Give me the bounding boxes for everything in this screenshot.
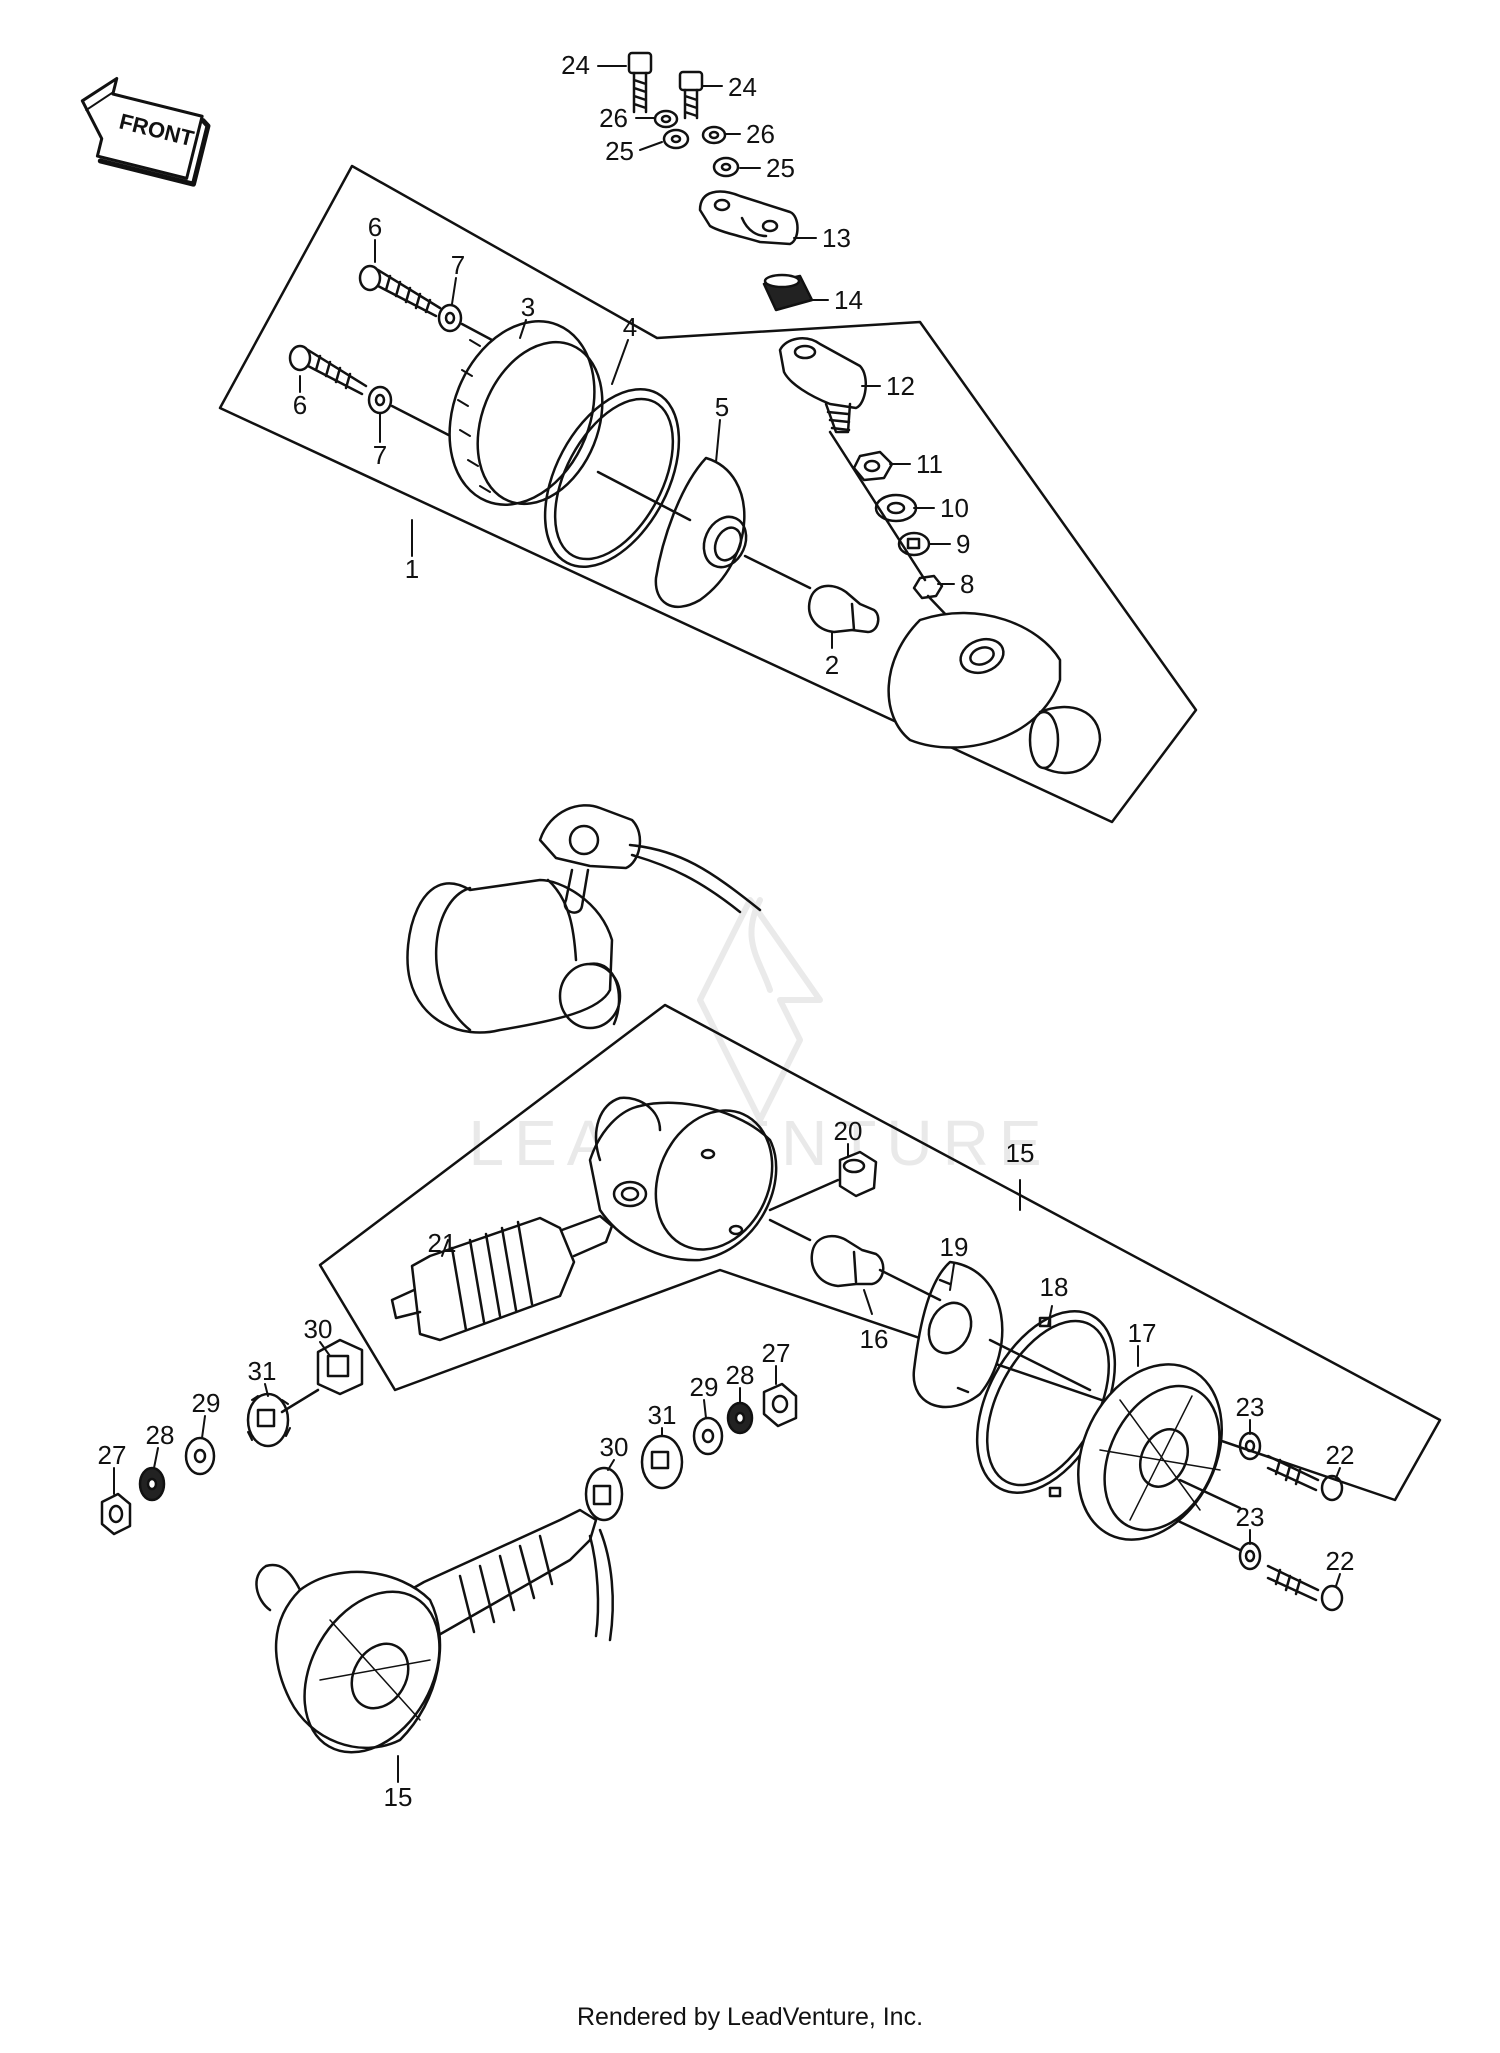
render-credit: Rendered by LeadVenture, Inc.	[576, 2003, 924, 2031]
screw-22-upper	[1266, 1454, 1344, 1502]
washer-29-left	[184, 1436, 216, 1476]
callout-21: 21	[428, 1228, 457, 1258]
callout-18: 18	[1040, 1272, 1069, 1302]
front-direction-badge	[80, 76, 211, 187]
nut-27-left	[100, 1492, 132, 1536]
callout-31: 31	[248, 1356, 277, 1386]
callout-30: 30	[304, 1314, 333, 1344]
callout-27: 27	[98, 1440, 127, 1470]
callout-24: 24	[561, 50, 590, 80]
washers-25-26-right	[701, 125, 740, 178]
nut-20	[838, 1150, 878, 1198]
callout-22: 22	[1326, 1546, 1355, 1576]
center-axis-top	[596, 470, 812, 590]
washer-28-left	[138, 1466, 166, 1502]
callout-30: 30	[600, 1432, 629, 1462]
washer-29-right	[692, 1416, 724, 1456]
bolt-24-left	[627, 51, 653, 114]
callout-24: 24	[728, 72, 757, 102]
callout-25: 25	[766, 153, 795, 183]
watermark-logo	[697, 897, 823, 1123]
callout-13: 13	[822, 223, 851, 253]
washer-7-upper	[437, 303, 463, 333]
callout-6: 6	[368, 212, 382, 242]
screw-22-lower	[1266, 1564, 1344, 1612]
housing-top	[887, 611, 1102, 775]
screw-6-lower	[288, 344, 368, 396]
bracket-12	[778, 337, 868, 434]
callout-17: 17	[1128, 1318, 1157, 1348]
callout-11: 11	[916, 449, 943, 479]
callout-27: 27	[762, 1338, 791, 1368]
nut-30-right	[584, 1466, 624, 1522]
group-outline-middle	[318, 1003, 1442, 1502]
callout-1: 1	[405, 554, 419, 584]
washer-31-left	[246, 1392, 291, 1448]
assembled-signal-lower	[255, 1508, 614, 1754]
callout-6: 6	[293, 390, 307, 420]
washer-9	[897, 531, 931, 557]
stalk-21	[390, 1214, 614, 1342]
callout-19: 19	[940, 1232, 969, 1262]
callout-leaders	[113, 65, 1341, 1783]
group-outline-top	[218, 164, 1198, 824]
callout-3: 3	[521, 292, 535, 322]
washer-23-lower	[1238, 1541, 1262, 1571]
callout-7: 7	[373, 440, 387, 470]
clamp-13	[698, 190, 799, 246]
nut-20-leader	[768, 1178, 840, 1212]
rubber-14	[762, 273, 814, 312]
callout-8: 8	[960, 569, 974, 599]
callout-10: 10	[940, 493, 969, 523]
washer-7-lower	[367, 385, 393, 415]
callout-14: 14	[834, 285, 863, 315]
housing-middle	[588, 1096, 778, 1262]
washer-31-right	[640, 1434, 684, 1490]
bulb-16	[810, 1234, 885, 1288]
lens-screw-axis	[1174, 1478, 1242, 1552]
center-axis-middle	[768, 1218, 1092, 1392]
lens-rim-3	[448, 320, 604, 506]
callout-28: 28	[146, 1420, 175, 1450]
callout-29: 29	[192, 1388, 221, 1418]
callout-2: 2	[825, 650, 839, 680]
washer-28-right	[726, 1401, 754, 1435]
callout-12: 12	[886, 371, 915, 401]
callout-29: 29	[690, 1372, 719, 1402]
callout-23: 23	[1236, 1392, 1265, 1422]
callout-labels: 24 24 26 26 25 25 13 14 12 11 10 9 8 6 7…	[98, 50, 1355, 1812]
nut-11	[852, 450, 894, 482]
callout-23: 23	[1236, 1502, 1265, 1532]
callout-4: 4	[623, 312, 637, 342]
left-stack-axis	[280, 1388, 320, 1414]
callout-16: 16	[860, 1324, 889, 1354]
washer-10	[874, 493, 918, 523]
nut-8	[912, 574, 944, 600]
washers-25-26-left	[653, 109, 690, 150]
callout-22: 22	[1326, 1440, 1355, 1470]
reflector-plate-5	[654, 456, 748, 608]
callout-25: 25	[605, 136, 634, 166]
nut-27-right	[762, 1382, 798, 1428]
callout-26: 26	[746, 119, 775, 149]
callout-7: 7	[451, 250, 465, 280]
callout-15: 15	[384, 1782, 413, 1812]
callout-9: 9	[956, 529, 970, 559]
lens-17	[1077, 1363, 1223, 1541]
callout-5: 5	[715, 392, 729, 422]
bolt-24-right	[678, 70, 704, 120]
callout-31: 31	[648, 1400, 677, 1430]
washer-23-upper	[1238, 1431, 1262, 1461]
screw-6-upper	[358, 264, 442, 318]
assembled-signal-upper	[406, 804, 762, 1034]
callout-20: 20	[834, 1116, 863, 1146]
callout-15: 15	[1006, 1138, 1035, 1168]
bulb-2	[807, 584, 880, 634]
callout-28: 28	[726, 1360, 755, 1390]
callout-26: 26	[599, 103, 628, 133]
